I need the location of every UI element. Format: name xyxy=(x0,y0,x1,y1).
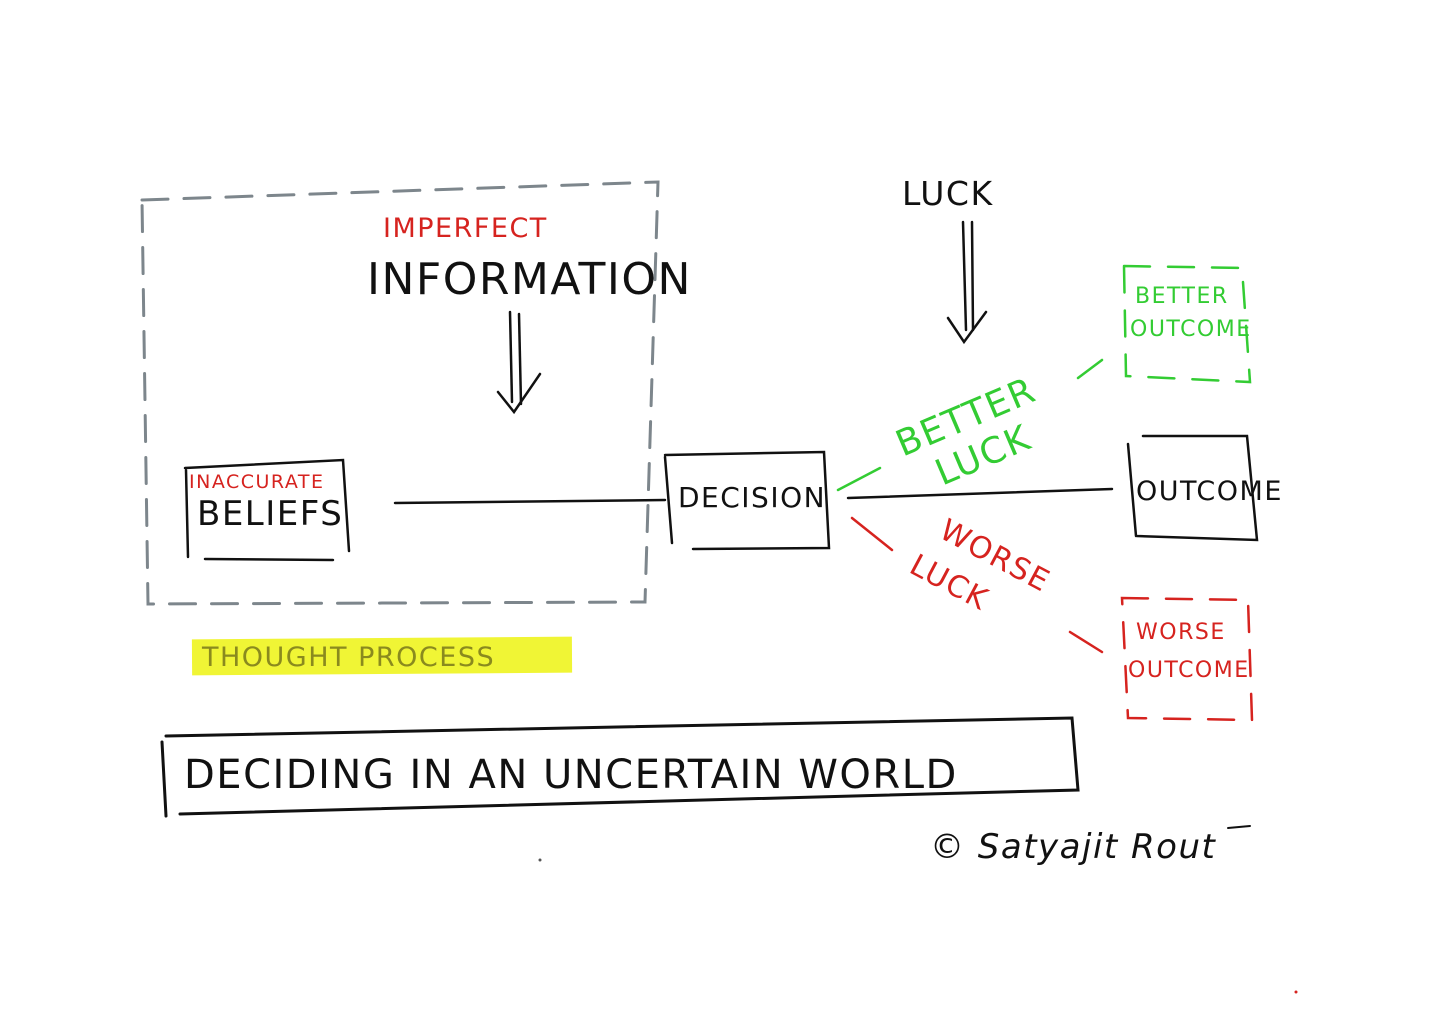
better-branch-line xyxy=(836,358,1104,492)
beliefs-label: BELIEFS xyxy=(197,494,343,534)
thought-process-label: THOUGHT PROCESS xyxy=(201,642,495,673)
thought-process-boundary xyxy=(140,180,660,606)
title-box xyxy=(160,716,1080,818)
better-outcome-line1: BETTER xyxy=(1135,284,1229,309)
imperfect-label: IMPERFECT xyxy=(383,213,548,244)
beliefs-box xyxy=(183,458,351,562)
information-label: INFORMATION xyxy=(367,254,692,305)
stray-dot-red xyxy=(1294,990,1298,994)
signature: © Satyajit Rout xyxy=(930,827,1217,867)
decision-box xyxy=(663,450,831,551)
thought-process-highlight xyxy=(191,636,573,676)
decision-to-outcome-line xyxy=(846,487,1114,500)
worse-outcome-line2: OUTCOME xyxy=(1128,658,1250,683)
luck-label: LUCK xyxy=(902,174,994,213)
decision-label: DECISION xyxy=(678,481,826,514)
signature-flourish xyxy=(1227,825,1251,829)
outcome-label: OUTCOME xyxy=(1136,476,1283,507)
beliefs-qualifier-label: INACCURATE xyxy=(189,471,325,493)
better-outcome-line2: OUTCOME xyxy=(1130,317,1252,342)
worse-outcome-box xyxy=(1120,596,1254,722)
stray-dot xyxy=(538,858,542,862)
outcome-box xyxy=(1126,434,1259,542)
title-label: DECIDING IN AN UNCERTAIN WORLD xyxy=(184,752,958,798)
beliefs-to-decision-line xyxy=(393,498,667,505)
worse-outcome-line1: WORSE xyxy=(1136,620,1226,645)
better-outcome-box xyxy=(1122,264,1252,384)
information-arrow xyxy=(496,310,542,415)
luck-arrow xyxy=(946,220,988,345)
worse-branch-line xyxy=(850,516,1104,654)
